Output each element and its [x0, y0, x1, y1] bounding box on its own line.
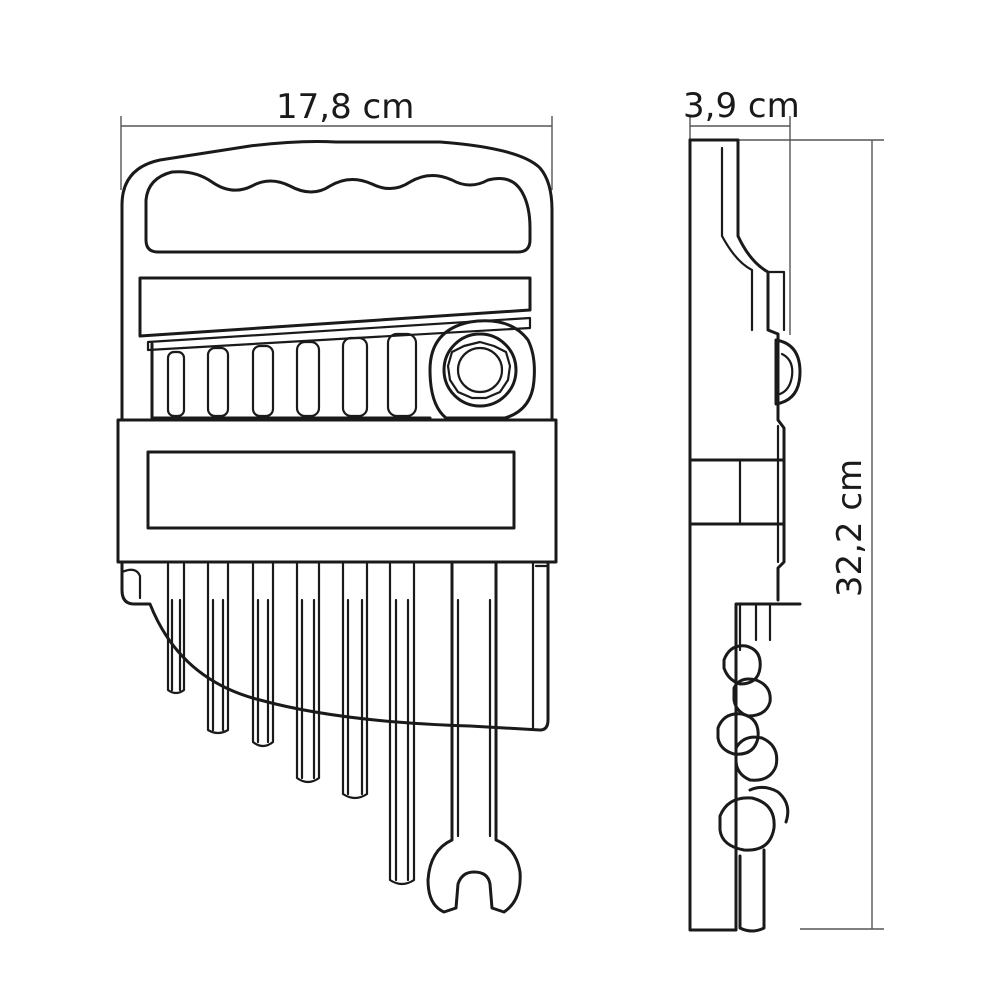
height-dimension-label: 32,2 cm [830, 458, 870, 598]
lower-band [116, 418, 558, 564]
side-band [688, 458, 786, 526]
open-end-wrench [426, 562, 522, 914]
holder-outline [120, 140, 554, 422]
wrench-slots [166, 332, 418, 418]
back-plate [120, 560, 550, 732]
ratchet-head [428, 319, 536, 420]
slanted-strip [146, 316, 532, 352]
side-clip [774, 338, 802, 406]
width-dimension-label: 17,8 cm [276, 87, 415, 127]
wrench-handles [166, 562, 416, 886]
front-view [116, 140, 558, 914]
depth-dimension-label: 3,9 cm [683, 86, 800, 126]
lower-label-panel [146, 450, 516, 530]
side-body [688, 138, 802, 932]
width-dimension-line [120, 116, 553, 190]
slot-frame [150, 342, 432, 420]
side-view [688, 138, 802, 933]
handle-opening [144, 170, 532, 254]
depth-dimension-line [689, 116, 791, 335]
side-wrenches [716, 602, 790, 933]
upper-label-panel [138, 276, 532, 338]
